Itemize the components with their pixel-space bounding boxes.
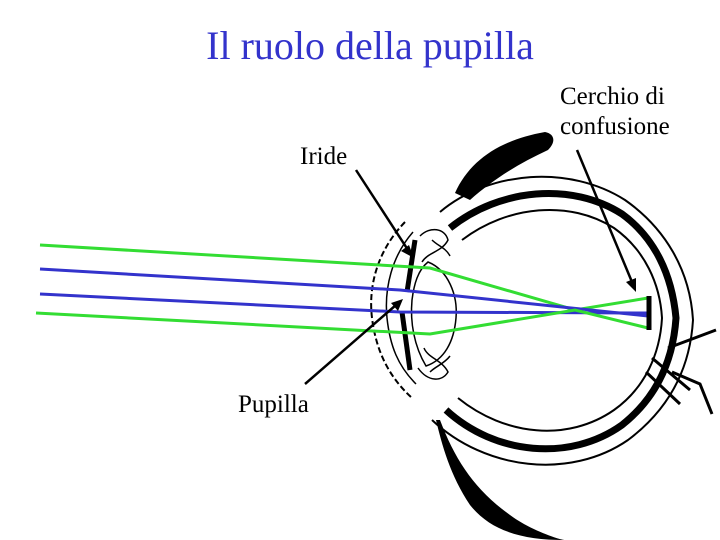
retina-band [443, 189, 680, 453]
label-pupilla: Pupilla [238, 391, 309, 418]
optic-nerve [644, 328, 717, 415]
slide-title: Il ruolo della pupilla [206, 23, 534, 68]
ray-green-top [39, 243, 649, 312]
label-iride: Iride [300, 143, 348, 170]
label-cerchio-line1: Cerchio di [560, 83, 665, 110]
ray-green-bottom [35, 308, 649, 336]
iris-lower [399, 311, 413, 371]
ciliary-lower [417, 347, 451, 380]
label-cerchio-di-confusione: Cerchio di confusione [560, 82, 670, 142]
arrow-pupilla [304, 299, 403, 385]
ciliary-upper [419, 228, 451, 263]
lower-eyelid [436, 420, 565, 540]
label-cerchio-line2: confusione [560, 113, 670, 140]
upper-eyelid [455, 132, 554, 200]
lens [410, 261, 457, 367]
ray-blue-top [39, 267, 649, 318]
sclera-outer [431, 175, 695, 466]
arrow-cerchio [575, 149, 636, 292]
arrow-iride [354, 169, 414, 258]
cornea-inner [385, 231, 417, 385]
cornea [370, 221, 413, 399]
sclera-inner [457, 208, 664, 432]
